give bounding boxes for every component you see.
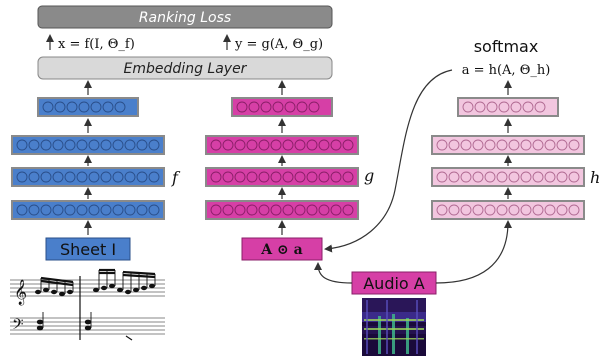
attention-label: A ⊙ a: [260, 242, 302, 258]
y-formula-label: y = g(A, Θ_g): [234, 37, 323, 52]
x-formula-label: x = f(I, Θ_f): [58, 37, 135, 52]
y-formula: y = g(A, Θ_g): [223, 34, 323, 52]
attention-arrow: [324, 69, 453, 253]
embedding-layer-box: Embedding Layer: [37, 56, 333, 80]
sheet-layer-3: [11, 135, 165, 155]
g-label: g: [364, 166, 374, 185]
audio-layer-1: [205, 200, 359, 220]
svg-text:𝄞: 𝄞: [14, 279, 27, 305]
audio-to-product-arrow: [314, 262, 353, 284]
sheet-music-image: 𝄞 𝄢: [10, 268, 165, 341]
ranking-loss-box: Ranking Loss: [37, 5, 333, 29]
audio-label: Audio A: [363, 274, 425, 293]
attention-layer-top: [457, 97, 559, 117]
spectrogram-image: [362, 298, 426, 356]
sheet-network: f: [11, 97, 181, 235]
sheet-label: Sheet I: [60, 240, 116, 259]
attention-layer-1: [431, 200, 585, 220]
audio-layer-top: [231, 97, 333, 117]
sheet-layer-2: [11, 167, 165, 187]
sheet-input-box: Sheet I: [45, 237, 131, 261]
h-label: h: [590, 168, 600, 187]
svg-text:𝄢: 𝄢: [12, 316, 24, 337]
attention-product-box: A ⊙ a: [241, 237, 323, 261]
audio-layer-2: [205, 167, 359, 187]
sheet-layer-top: [37, 97, 139, 117]
audio-layer-3: [205, 135, 359, 155]
a-formula-label: a = h(A, Θ_h): [462, 63, 551, 78]
embedding-layer-label: Embedding Layer: [124, 61, 248, 77]
audio-network: g: [205, 97, 374, 235]
ranking-loss-label: Ranking Loss: [139, 10, 231, 26]
attention-layer-3: [431, 135, 585, 155]
sheet-layer-1: [11, 200, 165, 220]
audio-to-attention-arrow: [435, 220, 512, 284]
x-formula: x = f(I, Θ_f): [46, 34, 135, 52]
attention-layer-2: [431, 167, 585, 187]
softmax-label: softmax: [474, 37, 539, 56]
f-label: f: [171, 168, 181, 187]
attention-network: h: [431, 97, 600, 220]
audio-input-box: Audio A: [351, 271, 437, 295]
